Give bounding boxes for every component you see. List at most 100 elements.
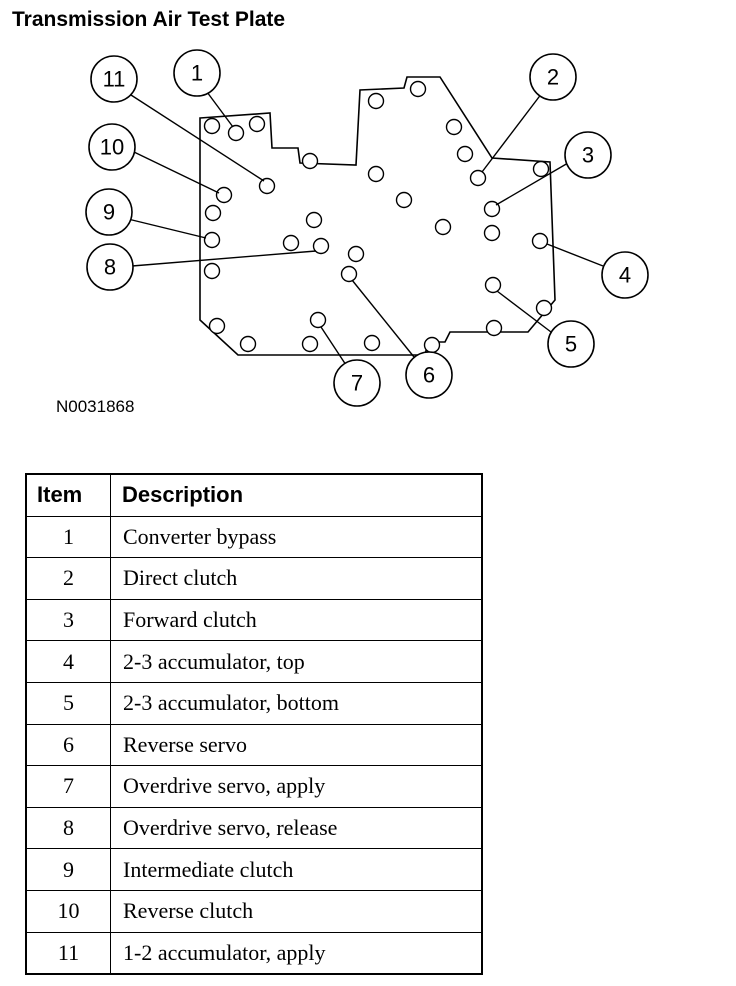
item-number: 8 (25, 806, 111, 850)
hole (301, 152, 319, 170)
item-number: 3 (25, 598, 111, 642)
item-number: 1 (25, 515, 111, 559)
header-item: Item (25, 473, 111, 517)
air-test-plate-diagram: 11 1 10 9 8 2 3 4 5 6 7 (85, 49, 649, 407)
hole (258, 177, 276, 195)
hole (301, 335, 319, 353)
callout-label: 1 (191, 61, 203, 86)
callout-10: 10 (88, 123, 136, 171)
leader-line (495, 162, 569, 206)
hole (483, 224, 501, 242)
callout-6: 6 (405, 351, 453, 399)
hole (227, 124, 245, 142)
item-description: Forward clutch (110, 598, 483, 642)
hole (347, 245, 365, 263)
callout-label: 6 (423, 363, 435, 388)
page-title: Transmission Air Test Plate (12, 8, 286, 31)
item-description: 1-2 accumulator, apply (110, 931, 483, 975)
hole (445, 118, 463, 136)
leader-line (133, 151, 220, 194)
callout-label: 4 (619, 263, 631, 288)
callout-label: 11 (103, 67, 126, 92)
hole (535, 299, 553, 317)
hole (204, 204, 222, 222)
hole (305, 211, 323, 229)
hole (484, 276, 502, 294)
leader-line (496, 290, 552, 333)
item-description: Reverse servo (110, 723, 483, 767)
callout-label: 3 (582, 143, 594, 168)
leader-line (351, 279, 415, 358)
item-description: Direct clutch (110, 557, 483, 600)
item-number: 6 (25, 723, 111, 767)
diagram-id: N0031868 (56, 397, 135, 416)
hole (395, 191, 413, 209)
leader-line (206, 91, 234, 128)
hole (203, 262, 221, 280)
hole (423, 336, 441, 354)
item-description: Overdrive servo, apply (110, 765, 483, 808)
callout-label: 5 (565, 332, 577, 357)
callout-9: 9 (85, 188, 133, 236)
hole (456, 145, 474, 163)
hole (434, 218, 452, 236)
callout-label: 9 (103, 200, 115, 225)
item-number: 7 (25, 765, 111, 808)
item-number: 10 (25, 889, 111, 933)
leader-line (320, 326, 347, 366)
item-description: Reverse clutch (110, 889, 483, 933)
table-header-row: Item Description (25, 473, 483, 517)
callout-3: 3 (564, 131, 612, 179)
hole (367, 92, 385, 110)
hole (215, 186, 233, 204)
item-description: 2-3 accumulator, bottom (110, 681, 483, 725)
callout-4: 4 (601, 251, 649, 299)
hole (203, 231, 221, 249)
test-holes (203, 80, 553, 354)
hole (309, 311, 327, 329)
hole (532, 160, 550, 178)
item-number: 9 (25, 848, 111, 891)
hole (409, 80, 427, 98)
leader-line (131, 250, 317, 267)
leader-lines (127, 91, 604, 366)
callout-8: 8 (86, 243, 134, 291)
callout-1: 1 (173, 49, 221, 97)
item-description: Intermediate clutch (110, 848, 483, 891)
hole (282, 234, 300, 252)
callout-label: 10 (100, 135, 124, 160)
hole (367, 165, 385, 183)
item-number: 2 (25, 557, 111, 600)
leader-line (127, 218, 207, 239)
hole (312, 237, 330, 255)
item-description: Overdrive servo, release (110, 806, 483, 850)
hole (208, 317, 226, 335)
callout-7: 7 (333, 359, 381, 407)
leader-line (130, 94, 265, 182)
hole (239, 335, 257, 353)
hole (485, 319, 503, 337)
hole (363, 334, 381, 352)
hole (248, 115, 266, 133)
item-number: 11 (25, 931, 111, 975)
callout-label: 8 (104, 255, 116, 280)
callout-11: 11 (90, 55, 138, 103)
callout-label: 2 (547, 65, 559, 90)
callout-label: 7 (351, 371, 363, 396)
item-number: 4 (25, 640, 111, 683)
item-description: Converter bypass (110, 515, 483, 559)
hole (531, 232, 549, 250)
hole (340, 265, 358, 283)
item-description: 2-3 accumulator, top (110, 640, 483, 683)
hole (483, 200, 501, 218)
header-description: Description (110, 473, 483, 517)
hole (469, 169, 487, 187)
